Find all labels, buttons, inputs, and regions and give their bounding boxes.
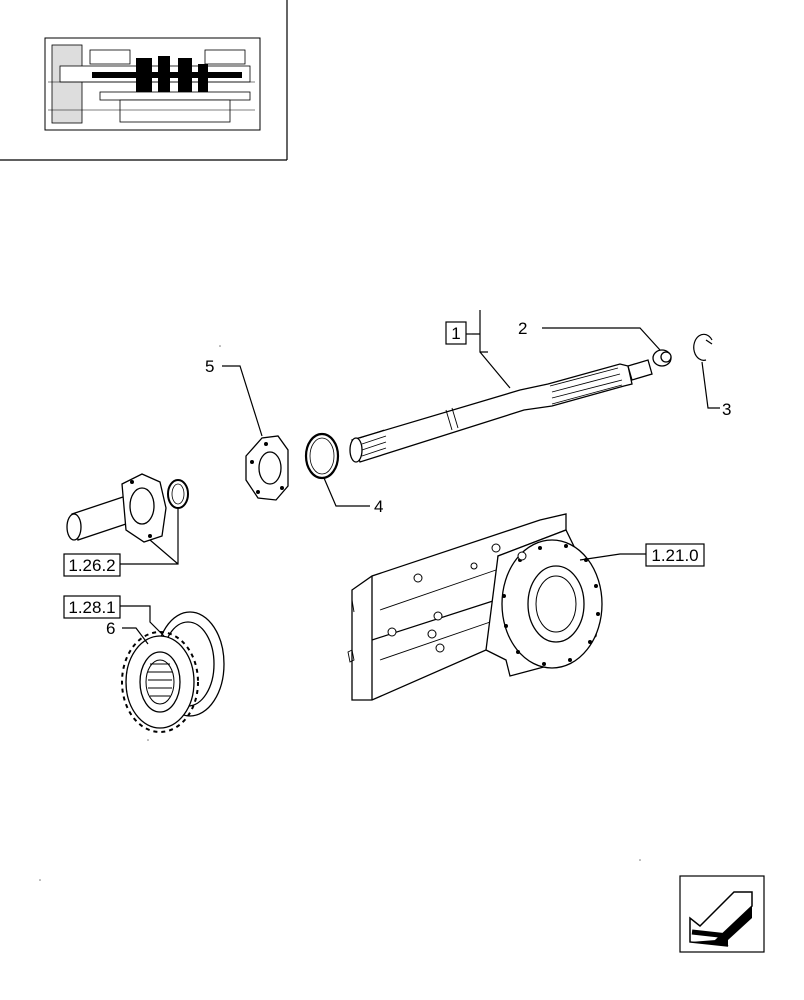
flange-plate	[245, 435, 289, 501]
callout-3-label[interactable]: 3	[722, 400, 731, 419]
leader-lines	[120, 310, 720, 645]
callout-1-label: 1	[451, 324, 460, 343]
synchronizer-gear-assembly	[121, 611, 225, 733]
callout-6-label[interactable]: 6	[106, 619, 115, 638]
reference-1-26-2[interactable]: 1.26.2	[63, 553, 121, 577]
reference-1-28-1-label: 1.28.1	[68, 598, 115, 617]
snap-ring	[693, 333, 713, 361]
previous-page-arrow-icon[interactable]	[679, 875, 765, 953]
reference-1-21-0-label: 1.21.0	[651, 546, 698, 565]
splined-shaft	[349, 359, 653, 463]
callout-2-label[interactable]: 2	[518, 319, 527, 338]
callout-4-label[interactable]: 4	[374, 497, 383, 516]
reference-1-26-2-label: 1.26.2	[68, 556, 115, 575]
transmission-thumbnail-drawing	[44, 37, 261, 131]
bushing	[652, 349, 672, 367]
guide-sleeve	[66, 473, 167, 543]
circlip	[304, 432, 340, 480]
reference-1-28-1[interactable]: 1.28.1	[63, 595, 121, 619]
callout-1[interactable]: 1	[445, 321, 467, 345]
transmission-housing	[347, 513, 603, 701]
inset-thumbnail	[0, 0, 288, 161]
oil-seal-ring	[167, 479, 189, 509]
reference-1-21-0[interactable]: 1.21.0	[645, 543, 705, 567]
scan-specks	[39, 345, 641, 881]
callout-5-label[interactable]: 5	[205, 357, 214, 376]
